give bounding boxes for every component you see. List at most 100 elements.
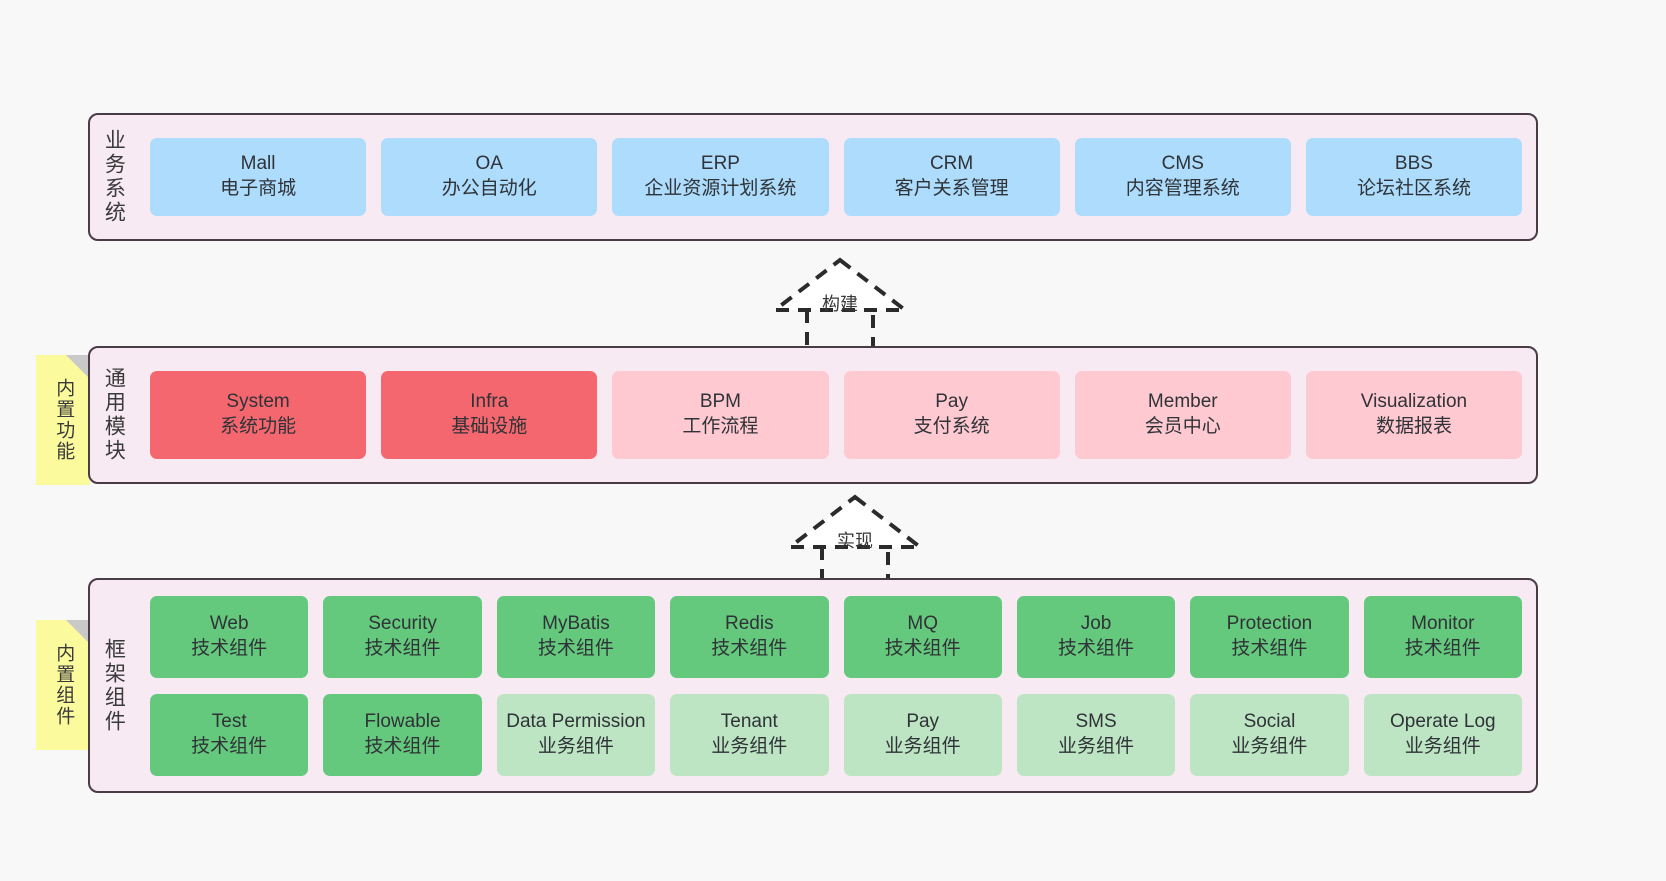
card-subtitle: 客户关系管理 bbox=[894, 178, 1009, 199]
card-subtitle: 技术组件 bbox=[1231, 637, 1308, 659]
card-title: Social bbox=[1243, 710, 1296, 732]
card-subtitle: 技术组件 bbox=[191, 735, 268, 757]
card-job[interactable]: Job 技术组件 bbox=[1016, 595, 1176, 678]
card-title: Security bbox=[368, 612, 437, 634]
sticky-note-builtin-component[interactable]: 内置组件 bbox=[36, 620, 90, 750]
card-title: CRM bbox=[929, 153, 974, 175]
card-title: Monitor bbox=[1411, 612, 1475, 634]
sticky-note-builtin-function[interactable]: 内置功能 bbox=[36, 355, 90, 485]
layer-body-common-module: System 系统功能 Infra 基础设施 BPM 工作流程 Pay 支付系统… bbox=[136, 348, 1536, 482]
card-flowable[interactable]: Flowable 技术组件 bbox=[323, 693, 482, 776]
connector-label: 构建 bbox=[822, 294, 858, 314]
card-title: Visualization bbox=[1360, 391, 1468, 413]
card-subtitle: 技术组件 bbox=[364, 637, 441, 659]
card-title: Operate Log bbox=[1389, 710, 1496, 732]
card-subtitle: 工作流程 bbox=[682, 416, 759, 437]
card-title: BPM bbox=[699, 391, 742, 413]
card-title: System bbox=[226, 391, 290, 413]
card-row: Mall 电子商城 OA 办公自动化 ERP 企业资源计划系统 CRM 客户关系… bbox=[150, 138, 1523, 216]
card-protection[interactable]: Protection 技术组件 bbox=[1190, 595, 1349, 678]
card-subtitle: 业务组件 bbox=[1231, 735, 1308, 757]
card-subtitle: 技术组件 bbox=[537, 637, 614, 659]
layer-body-framework-component: Web 技术组件 Security 技术组件 MyBatis 技术组件 Redi… bbox=[136, 580, 1536, 791]
card-title: ERP bbox=[700, 153, 740, 175]
card-subtitle: 业务组件 bbox=[884, 735, 961, 757]
card-subtitle: 技术组件 bbox=[191, 637, 268, 659]
card-title: Member bbox=[1147, 391, 1218, 413]
card-infra[interactable]: Infra 基础设施 bbox=[381, 371, 598, 459]
card-bbs[interactable]: BBS 论坛社区系统 bbox=[1305, 138, 1523, 216]
card-subtitle: 数据报表 bbox=[1375, 416, 1452, 437]
card-title: Redis bbox=[725, 612, 774, 634]
card-row: Test 技术组件 Flowable 技术组件 Data Permission … bbox=[150, 693, 1522, 776]
card-subtitle: 企业资源计划系统 bbox=[644, 178, 797, 199]
sticky-note-label: 内置组件 bbox=[53, 643, 75, 727]
card-subtitle: 办公自动化 bbox=[441, 178, 537, 199]
card-title: MQ bbox=[907, 612, 938, 634]
card-bpm[interactable]: BPM 工作流程 bbox=[612, 371, 829, 459]
card-subtitle: 技术组件 bbox=[711, 637, 788, 659]
card-subtitle: 技术组件 bbox=[1058, 637, 1135, 659]
card-mybatis[interactable]: MyBatis 技术组件 bbox=[496, 595, 656, 678]
card-test[interactable]: Test 技术组件 bbox=[150, 693, 309, 776]
card-subtitle: 电子商城 bbox=[220, 178, 297, 199]
card-crm[interactable]: CRM 客户关系管理 bbox=[843, 138, 1060, 216]
card-title: Infra bbox=[470, 391, 509, 413]
card-title: Mall bbox=[240, 153, 276, 175]
connector-label: 实现 bbox=[837, 531, 873, 551]
card-subtitle: 业务组件 bbox=[711, 735, 788, 757]
card-title: Flowable bbox=[364, 710, 441, 732]
card-system[interactable]: System 系统功能 bbox=[150, 371, 367, 459]
card-row: System 系统功能 Infra 基础设施 BPM 工作流程 Pay 支付系统… bbox=[150, 371, 1523, 459]
card-row: Web 技术组件 Security 技术组件 MyBatis 技术组件 Redi… bbox=[150, 595, 1522, 678]
card-oa[interactable]: OA 办公自动化 bbox=[381, 138, 598, 216]
card-title: Data Permission bbox=[506, 710, 646, 732]
card-pay[interactable]: Pay 支付系统 bbox=[843, 371, 1060, 459]
layer-framework-component[interactable]: 框架组件 Web 技术组件 Security 技术组件 MyBatis 技术组件… bbox=[88, 578, 1538, 793]
card-subtitle: 技术组件 bbox=[884, 637, 961, 659]
card-subtitle: 技术组件 bbox=[1404, 637, 1481, 659]
card-subtitle: 技术组件 bbox=[364, 735, 441, 757]
card-tenant[interactable]: Tenant 业务组件 bbox=[670, 693, 829, 776]
card-data-permission[interactable]: Data Permission 业务组件 bbox=[496, 693, 656, 776]
card-subtitle: 业务组件 bbox=[537, 735, 614, 757]
card-title: Job bbox=[1080, 612, 1112, 634]
card-title: Tenant bbox=[720, 710, 778, 732]
layer-common-module[interactable]: 通用模块 System 系统功能 Infra 基础设施 BPM 工作流程 Pay… bbox=[88, 346, 1538, 484]
card-erp[interactable]: ERP 企业资源计划系统 bbox=[612, 138, 829, 216]
card-title: SMS bbox=[1075, 710, 1117, 732]
sticky-note-label: 内置功能 bbox=[53, 378, 75, 462]
card-mall[interactable]: Mall 电子商城 bbox=[150, 138, 367, 216]
card-operate-log[interactable]: Operate Log 业务组件 bbox=[1363, 693, 1522, 776]
card-title: Test bbox=[211, 710, 247, 732]
card-subtitle: 基础设施 bbox=[451, 416, 528, 437]
card-subtitle: 业务组件 bbox=[1404, 735, 1481, 757]
layer-body-business-system: Mall 电子商城 OA 办公自动化 ERP 企业资源计划系统 CRM 客户关系… bbox=[136, 115, 1536, 239]
card-web[interactable]: Web 技术组件 bbox=[150, 595, 309, 678]
card-visualization[interactable]: Visualization 数据报表 bbox=[1305, 371, 1523, 459]
card-subtitle: 会员中心 bbox=[1144, 416, 1221, 437]
layer-business-system[interactable]: 业务系统 Mall 电子商城 OA 办公自动化 ERP 企业资源计划系统 CRM… bbox=[88, 113, 1538, 241]
card-mq[interactable]: MQ 技术组件 bbox=[843, 595, 1002, 678]
card-title: Web bbox=[209, 612, 249, 634]
card-social[interactable]: Social 业务组件 bbox=[1190, 693, 1349, 776]
layer-title-business-system: 业务系统 bbox=[102, 129, 126, 225]
layer-title-framework-component: 框架组件 bbox=[102, 637, 126, 734]
card-title: BBS bbox=[1394, 153, 1433, 175]
card-cms[interactable]: CMS 内容管理系统 bbox=[1074, 138, 1291, 216]
card-title: Protection bbox=[1226, 612, 1313, 634]
card-security[interactable]: Security 技术组件 bbox=[323, 595, 482, 678]
card-title: Pay bbox=[906, 710, 940, 732]
card-monitor[interactable]: Monitor 技术组件 bbox=[1363, 595, 1522, 678]
layer-title-common-module: 通用模块 bbox=[102, 367, 126, 463]
card-subtitle: 系统功能 bbox=[220, 416, 297, 437]
card-subtitle: 支付系统 bbox=[913, 416, 990, 437]
card-redis[interactable]: Redis 技术组件 bbox=[670, 595, 829, 678]
card-title: OA bbox=[475, 153, 503, 175]
card-subtitle: 论坛社区系统 bbox=[1356, 178, 1471, 199]
card-member[interactable]: Member 会员中心 bbox=[1074, 371, 1291, 459]
card-sms[interactable]: SMS 业务组件 bbox=[1016, 693, 1176, 776]
card-pay-business[interactable]: Pay 业务组件 bbox=[843, 693, 1002, 776]
connector-build: 构建 bbox=[755, 252, 925, 357]
